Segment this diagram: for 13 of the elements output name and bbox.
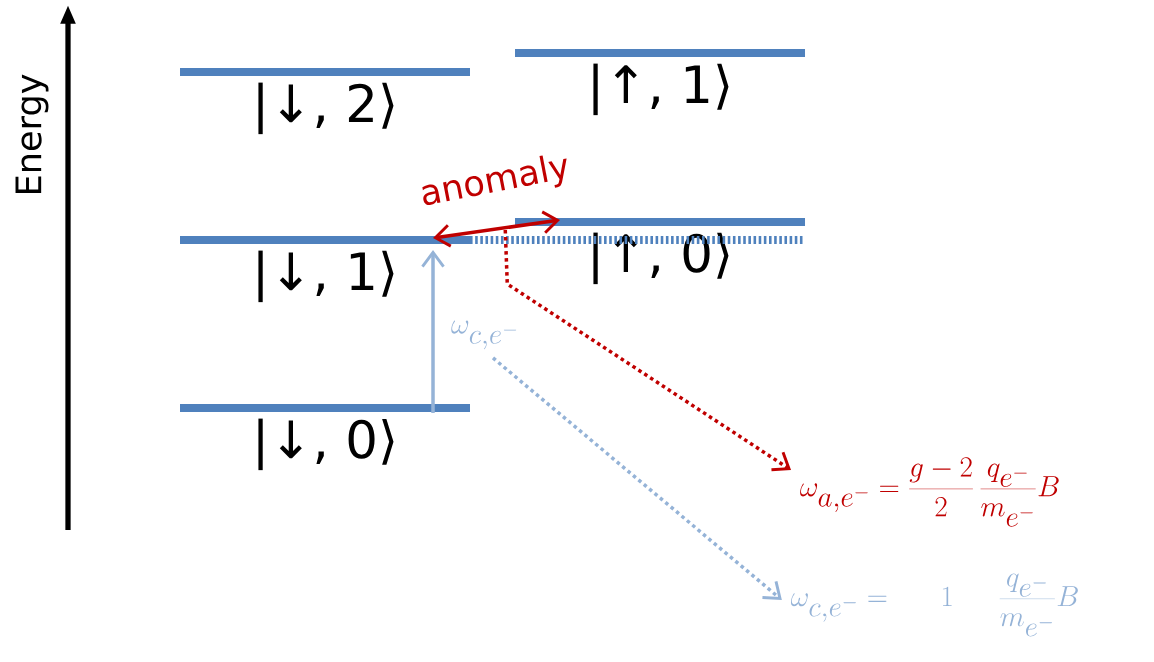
energy-level: |↓, 0⟩ [180, 403, 470, 471]
arrow [433, 210, 560, 248]
arrow [421, 250, 445, 413]
energy-level: |↑, 1⟩ [515, 48, 805, 116]
formula: $\omega_{c,e^-} = \quad 1 \quad \frac{q_{e^-}}{m_{e^-}}B$ [790, 573, 1078, 637]
axis-label: Energy [15, 74, 49, 194]
energy-level: |↓, 1⟩ [180, 235, 470, 303]
arrow [503, 229, 792, 472]
energy-level: |↓, 2⟩ [180, 67, 470, 135]
formula: $\omega_{a,e^-} = \frac{g-2}{2}\,\frac{q_{e^-}}{m_{e^-}}B$ [800, 457, 1059, 527]
edge-label: anomaly [422, 155, 567, 206]
formula: $\omega_{c,e^-}$ [451, 320, 517, 350]
arrow [491, 356, 782, 600]
